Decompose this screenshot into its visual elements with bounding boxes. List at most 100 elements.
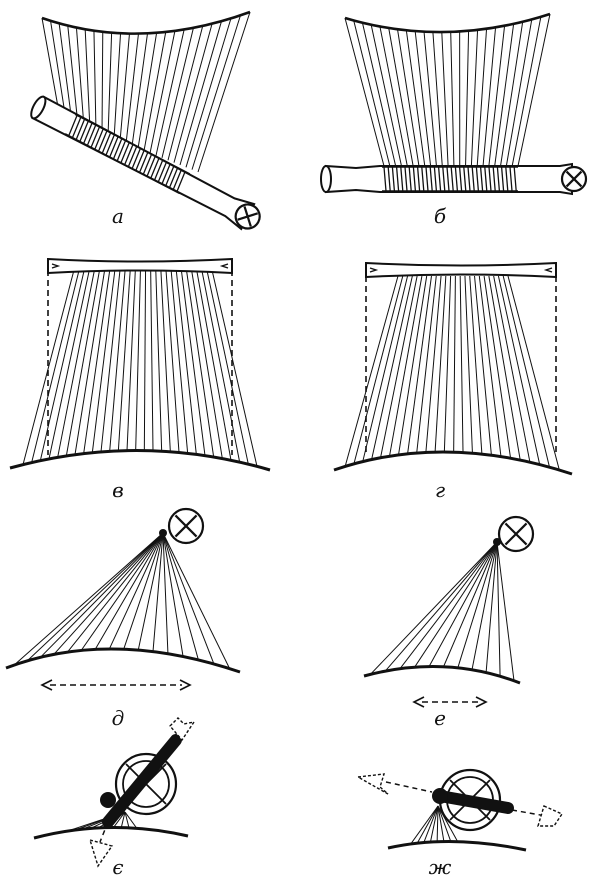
wound-thread xyxy=(383,166,387,192)
warp-thread xyxy=(485,541,498,673)
warp-thread xyxy=(113,33,122,140)
warp-thread xyxy=(425,275,442,453)
wound-thread xyxy=(416,166,421,192)
warp-thread xyxy=(58,23,73,123)
dashed-arrow xyxy=(385,781,433,793)
bar-end-mark xyxy=(369,267,379,273)
warp-thread xyxy=(84,29,91,130)
cloth-bar xyxy=(47,257,233,275)
wound-thread xyxy=(94,128,104,150)
warp-thread xyxy=(407,275,432,454)
warp-thread xyxy=(397,29,420,167)
bar-end-mark xyxy=(219,263,229,269)
wound-thread xyxy=(467,166,471,192)
warp-thread xyxy=(180,269,206,456)
caption-g: г xyxy=(435,478,445,502)
warp-thread xyxy=(125,33,139,144)
warp-thread xyxy=(457,541,498,668)
warp-thread xyxy=(384,541,498,672)
warp-thread xyxy=(389,275,423,457)
wound-thread xyxy=(404,166,408,192)
warp-thread xyxy=(160,269,171,452)
bar-knob xyxy=(100,792,116,808)
warp-thread xyxy=(197,11,251,173)
wound-thread xyxy=(391,166,396,192)
warp-thread xyxy=(191,15,241,170)
warp-thread xyxy=(117,269,131,451)
warp-thread xyxy=(170,269,189,454)
warp-thread xyxy=(162,532,199,661)
dashed-arrow xyxy=(99,821,109,843)
wound-thread xyxy=(138,151,149,173)
wound-thread xyxy=(120,142,130,164)
wheel-cross-icon xyxy=(497,515,535,553)
warp-thread xyxy=(41,17,61,119)
warp-thread xyxy=(22,269,75,465)
wound-thread xyxy=(157,161,168,183)
warp-thread xyxy=(443,541,498,667)
warp-thread xyxy=(107,32,113,137)
warp-thread xyxy=(211,269,258,467)
wound-thread xyxy=(142,153,153,175)
warp-thread xyxy=(113,811,126,828)
wound-thread xyxy=(492,166,496,192)
panel-b-horizontal-roller xyxy=(320,12,588,196)
warp-thread xyxy=(344,17,385,167)
warp-thread xyxy=(371,275,413,460)
warp-thread xyxy=(437,805,459,842)
caption-b: б xyxy=(434,204,447,228)
panel-zh-wheel-level xyxy=(355,768,564,852)
warp-thread xyxy=(416,805,439,844)
wound-thread xyxy=(412,166,417,192)
warp-thread xyxy=(80,532,164,651)
wound-thread xyxy=(513,166,517,192)
warp-thread xyxy=(120,811,126,828)
warp-thread xyxy=(50,20,67,121)
wound-thread xyxy=(479,166,484,192)
thread-knot xyxy=(159,529,167,537)
warp-thread xyxy=(405,30,426,167)
warp-thread xyxy=(83,269,111,454)
warp-thread xyxy=(101,31,104,135)
beam-arc xyxy=(363,665,521,685)
beam-arc xyxy=(33,825,189,840)
wound-thread xyxy=(437,166,442,192)
wound-thread xyxy=(79,120,89,142)
warp-thread xyxy=(465,30,470,167)
warp-thread xyxy=(362,275,409,462)
warp-thread xyxy=(469,275,483,455)
wound-thread xyxy=(475,166,480,192)
wound-thread xyxy=(83,122,93,144)
wound-thread xyxy=(164,165,175,187)
wound-thread xyxy=(500,166,505,192)
arrow-head-right xyxy=(179,679,192,691)
wheel-assembly xyxy=(432,768,514,832)
wound-thread xyxy=(124,144,134,166)
bar-knob xyxy=(432,788,448,804)
warp-thread xyxy=(443,275,452,452)
warp-thread xyxy=(131,33,149,147)
wound-thread xyxy=(446,166,450,192)
warp-thread xyxy=(108,532,164,650)
wound-thread xyxy=(433,166,438,192)
breast-beam-arc xyxy=(344,12,551,34)
warp-thread xyxy=(162,532,184,657)
wheel-inner-rim xyxy=(122,760,170,808)
arrow-head-left xyxy=(355,773,389,795)
wound-thread xyxy=(68,115,78,136)
wound-edge xyxy=(64,133,180,195)
warp-thread xyxy=(464,275,473,454)
warp-thread xyxy=(493,275,531,463)
wound-thread xyxy=(387,166,391,192)
caption-v: в xyxy=(112,478,124,502)
warp-thread xyxy=(496,541,515,681)
wound-thread xyxy=(75,118,86,140)
warp-thread xyxy=(67,532,164,653)
warp-thread xyxy=(353,275,404,464)
wound-thread xyxy=(105,134,115,156)
wound-thread xyxy=(86,124,97,146)
wound-thread xyxy=(109,136,119,158)
warp-thread xyxy=(191,269,223,459)
wheel-spoke xyxy=(174,514,198,538)
wound-thread xyxy=(116,140,127,162)
